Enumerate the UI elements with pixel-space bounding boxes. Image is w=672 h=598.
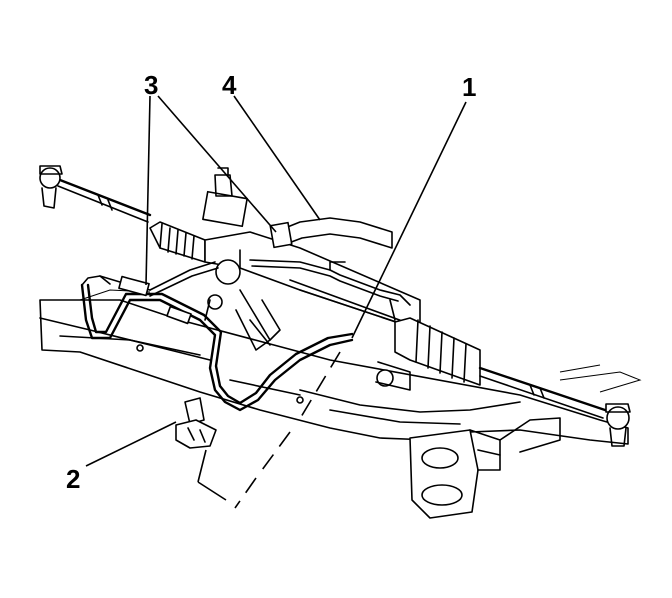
callout-3-label: 3 <box>144 70 158 100</box>
callout-1-leader <box>351 101 467 339</box>
return-hose <box>269 217 393 249</box>
steering-gear-housing <box>202 167 421 351</box>
callout-2-leader-v <box>197 449 227 501</box>
steering-gear-lines <box>249 259 411 321</box>
leader-lines <box>85 95 467 509</box>
callout-1-leader-dashed <box>234 351 341 509</box>
callout-1-label: 1 <box>462 72 476 102</box>
callout-4-label: 4 <box>222 70 237 100</box>
pipe-retainer-clip <box>175 397 217 449</box>
callout-2-label: 2 <box>66 464 80 494</box>
callout-3-leader-b <box>157 95 277 233</box>
callout-2-leader <box>85 421 177 467</box>
right-tie-rod <box>478 366 631 447</box>
callout-3-leader-a <box>145 95 151 286</box>
left-boot <box>149 221 206 263</box>
right-boot <box>375 317 481 391</box>
callout-4-leader <box>233 95 321 221</box>
frame-crossmember <box>39 289 642 445</box>
lower-mount-bracket <box>409 417 561 519</box>
left-tie-rod <box>39 165 152 223</box>
pressure-pipe-assembly <box>80 261 354 412</box>
